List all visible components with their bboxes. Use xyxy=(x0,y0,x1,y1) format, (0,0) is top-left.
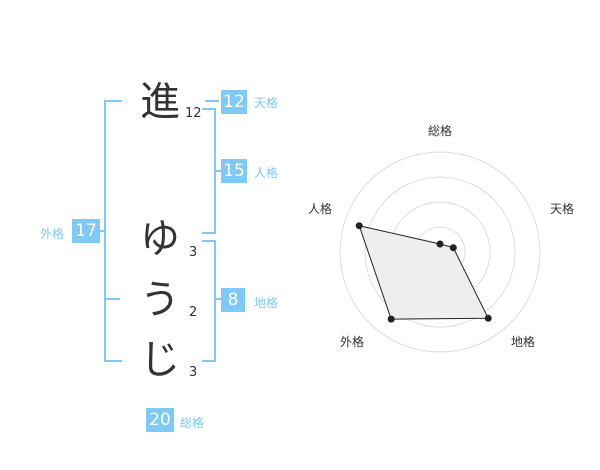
radar-point-chikaku xyxy=(484,314,492,322)
gaikaku-value: 17 xyxy=(72,219,100,243)
radar-point-tenkaku xyxy=(449,244,457,252)
name-char-2: ゆ xyxy=(140,216,180,262)
axis-label-jinkaku: 人格 xyxy=(308,201,332,216)
stroke-count-2: 3 xyxy=(189,245,198,260)
name-char-4: じ xyxy=(140,337,180,383)
grid-ring-4 xyxy=(339,151,541,353)
axis-label-gaikaku: 外格 xyxy=(340,334,364,349)
gaikaku-label: 外格 xyxy=(40,227,65,241)
gaikaku-bracket-stub xyxy=(98,230,105,232)
name-char-1: 進 xyxy=(140,79,180,125)
chikaku-label: 地格 xyxy=(254,296,279,310)
tenkaku-bracket-stub xyxy=(205,100,219,102)
jinkaku-bracket xyxy=(202,108,216,234)
chikaku-value: 8 xyxy=(221,288,245,312)
radar-chart: 総格 天格 地格 外格 人格 xyxy=(308,123,574,353)
stroke-count-1: 12 xyxy=(185,106,202,121)
jinkaku-value: 15 xyxy=(221,159,247,183)
radar-point-gaikaku xyxy=(387,315,395,323)
axis-label-soukaku: 総格 xyxy=(428,123,452,138)
radar-points xyxy=(355,222,492,323)
stroke-count-3: 2 xyxy=(189,305,198,320)
soukaku-label: 総格 xyxy=(180,416,205,430)
chikaku-bracket xyxy=(202,240,216,362)
chikaku-bracket-stub xyxy=(215,298,221,300)
tenkaku-value: 12 xyxy=(221,90,247,114)
soukaku-value: 20 xyxy=(146,408,174,432)
radar-point-jinkaku xyxy=(355,222,363,230)
grid-ring-3 xyxy=(364,176,516,328)
stroke-count-4: 3 xyxy=(189,365,198,380)
gaikaku-bracket-tick xyxy=(105,298,120,300)
gaikaku-bracket xyxy=(104,100,122,362)
axis-label-chikaku: 地格 xyxy=(511,334,535,349)
name-char-3: う xyxy=(140,277,180,323)
radar-point-soukaku xyxy=(436,240,444,248)
axis-label-tenkaku: 天格 xyxy=(550,201,574,216)
jinkaku-bracket-stub xyxy=(215,170,221,172)
jinkaku-label: 人格 xyxy=(254,166,279,180)
radar-polygon xyxy=(358,225,490,320)
tenkaku-label: 天格 xyxy=(254,96,279,110)
